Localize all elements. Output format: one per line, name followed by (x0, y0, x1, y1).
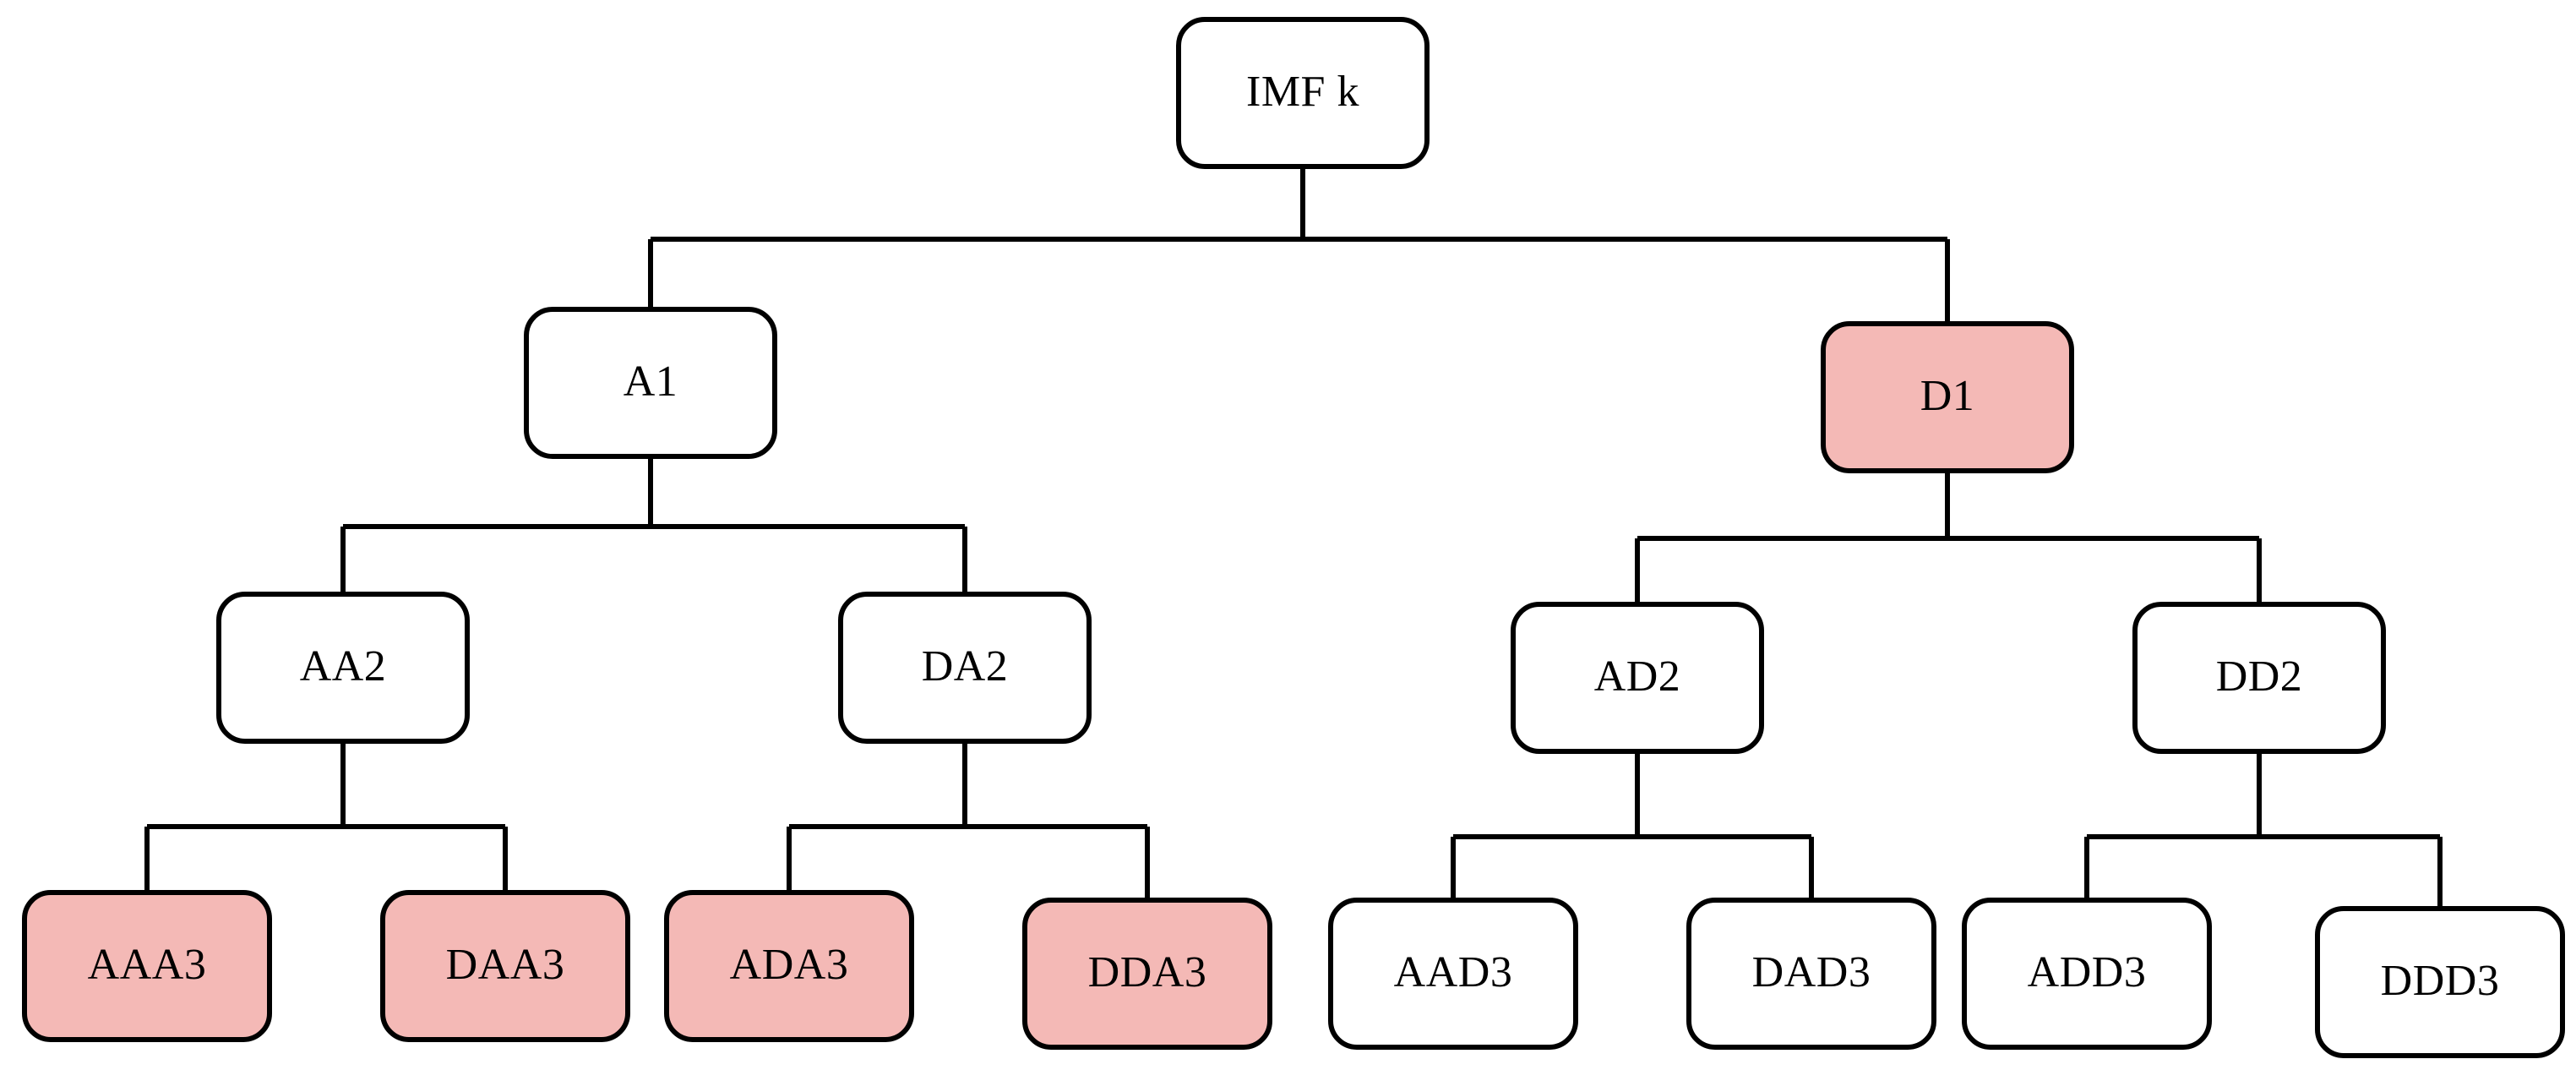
tree-node-root[interactable]: IMF k (1176, 17, 1430, 169)
tree-node-ada3[interactable]: ADA3 (664, 890, 914, 1042)
tree-node-dda3[interactable]: DDA3 (1022, 898, 1272, 1050)
tree-node-label: DDD3 (2380, 957, 2500, 1005)
tree-node-label: DD2 (2215, 652, 2303, 701)
tree-node-da2[interactable]: DA2 (838, 592, 1092, 744)
tree-node-ddd3[interactable]: DDD3 (2315, 906, 2565, 1058)
tree-node-label: ADA3 (729, 941, 849, 989)
tree-node-ad2[interactable]: AD2 (1511, 602, 1764, 754)
tree-node-add3[interactable]: ADD3 (1962, 898, 2212, 1050)
tree-node-dd2[interactable]: DD2 (2132, 602, 2386, 754)
tree-node-a1[interactable]: A1 (524, 307, 777, 459)
tree-node-d1[interactable]: D1 (1821, 321, 2074, 473)
tree-node-dad3[interactable]: DAD3 (1686, 898, 1936, 1050)
tree-node-label: IMF k (1246, 68, 1359, 116)
tree-node-label: DAA3 (445, 941, 565, 989)
tree-node-label: AAD3 (1393, 948, 1513, 996)
tree-node-aad3[interactable]: AAD3 (1328, 898, 1578, 1050)
tree-node-label: D1 (1920, 372, 1975, 420)
tree-node-label: DA2 (921, 642, 1009, 691)
tree-node-label: A1 (623, 358, 678, 406)
tree-node-aaa3[interactable]: AAA3 (22, 890, 272, 1042)
tree-node-aa2[interactable]: AA2 (216, 592, 470, 744)
tree-node-label: AD2 (1593, 652, 1681, 701)
tree-node-label: DAD3 (1751, 948, 1871, 996)
tree-node-label: ADD3 (2027, 948, 2147, 996)
tree-node-label: AA2 (299, 642, 387, 691)
tree-node-label: DDA3 (1087, 948, 1207, 996)
tree-node-daa3[interactable]: DAA3 (380, 890, 630, 1042)
tree-node-label: AAA3 (87, 941, 207, 989)
